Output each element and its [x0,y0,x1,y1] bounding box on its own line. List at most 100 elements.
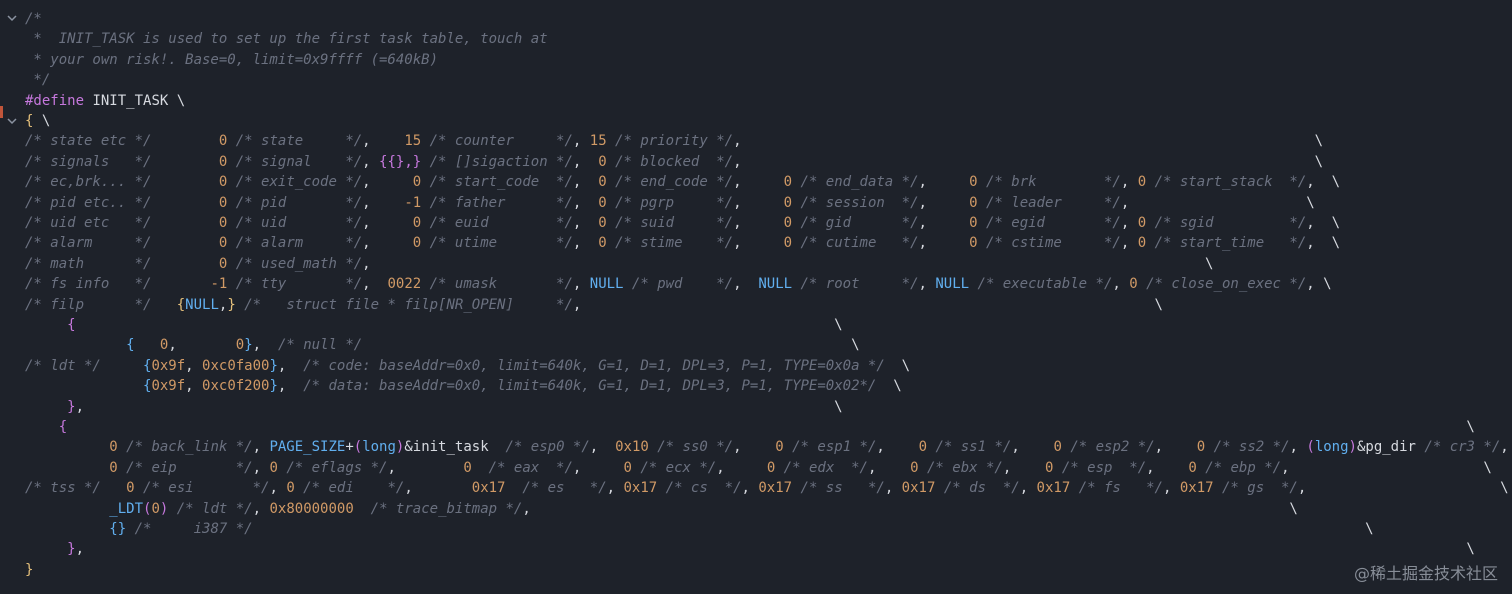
code-token: \ [741,153,1324,170]
fold-chevron-down-icon[interactable] [6,115,18,127]
code-line: { 0, 0}, /* null */ \ [25,335,859,355]
code-token: { [58,419,68,435]
code-token: /* used_math */ [227,255,363,272]
code-token: , \ [1306,276,1332,293]
code-token: 0x10 [615,439,649,456]
code-token: /* cstime */ [977,235,1121,252]
code-token [25,378,143,394]
code-token: 0 [126,480,135,497]
code-token: \ [252,521,1374,537]
code-token: /* uid */ [227,215,363,231]
code-token: /* struct file * filp[NR_OPEN] */ [235,296,573,313]
code-token [151,235,218,251]
code-token: /* esp */ [1053,459,1147,476]
code-line: /* state etc */ 0 /* state */, 15 /* cou… [25,131,1323,151]
code-token: /* fs info */ [25,276,152,293]
code-token: { [176,296,186,313]
code-token: 0 [783,235,793,252]
code-token: ( [143,500,152,517]
code-token: , [277,378,304,395]
code-token: 0 [783,194,793,211]
code-token: 0 [783,174,793,191]
code-token: , [572,296,582,313]
code-token: , [918,194,970,211]
code-token: /* ebp */ [1196,459,1282,476]
fold-chevron-down-icon[interactable] [6,12,18,24]
code-token: ( [353,439,363,456]
code-line: /* filp */ {NULL,} /* struct file * filp… [25,295,1163,315]
code-token: /* suid */ [606,215,734,231]
code-token: /* pid etc.. */ [25,194,152,211]
code-token: , [606,480,624,497]
code-token: ( [1306,439,1315,456]
code-token: /* eip */ [117,459,253,476]
code-token: /* brk */ [977,174,1121,191]
code-token: /* ss2 */ [1205,439,1290,456]
code-token: /* pwd */ [623,276,734,293]
code-token: { [25,113,34,129]
code-token [151,154,218,170]
code-token: /* tss */ [25,480,101,497]
code-line: * your own risk!. Base=0, limit=0x9ffff … [25,50,438,70]
code-token: {} [109,521,127,537]
code-token: , \ [1500,439,1509,456]
code-token: /* cs */ [657,480,742,497]
code-token: 0 [218,194,228,211]
code-token: , [362,133,405,150]
code-token: * INIT_TASK is used to set up the first … [25,31,548,48]
code-token: /* ec,brk... */ [25,174,152,191]
code-token: /* code: baseAddr=0x0, limit=640k, G=1, … [303,357,885,374]
code-token: 0x17 [901,480,936,497]
code-token: /* esp2 */ [1061,439,1155,456]
code-token: } [67,398,76,415]
code-line: { \ [25,111,50,131]
code-token [101,358,143,374]
code-token: /* math */ [25,255,152,272]
code-token: /* sgid */ [1146,215,1307,231]
code-token: , [252,459,270,476]
code-line: {0x9f, 0xc0f200}, /* data: baseAddr=0x0,… [25,376,902,396]
code-token: , [362,255,371,272]
code-line: { \ [25,315,842,335]
code-token: {{},} [379,153,422,170]
code-token: /* start_code */ [421,174,573,191]
code-line: /* ec,brk... */ 0 /* exit_code */, 0 /* … [25,172,1340,192]
code-token: 0 [218,215,228,231]
code-token: /* tty */ [227,276,363,293]
code-token: , [362,276,388,293]
code-token [25,460,109,476]
code-token: 0 [598,153,607,170]
code-token: &init_task [404,439,489,456]
code-token: , [572,459,624,476]
code-token: PAGE_SIZE [269,439,346,456]
code-token: /* executable */ [969,276,1113,293]
code-token: 0 [151,500,160,517]
code-token: 0 [766,459,776,476]
code-token: \ [581,296,1163,313]
code-token: /* state */ [227,133,363,150]
code-token: 0 [1137,235,1147,252]
code-token: , [362,235,413,252]
code-line: 0 /* back_link */, PAGE_SIZE+(long)&init… [25,437,1512,457]
code-token: , [185,378,203,395]
code-token: /* ss0 */ [648,439,734,456]
code-token: , [733,133,742,150]
code-token: , [589,439,616,456]
code-token: 0xc0fa00 [202,357,270,374]
code-line: /* uid etc */ 0 /* uid */, 0 /* euid */,… [25,213,1340,233]
code-token: /* []sigaction */ [421,153,573,170]
code-token: , [1002,459,1046,476]
code-token: 0 [412,235,422,252]
code-token: 0 [1053,439,1062,456]
code-token: , \ [1281,459,1492,476]
code-token: 0 [918,439,928,456]
code-token: , [918,215,970,231]
code-token: 0x17 [471,480,506,497]
code-token: , [733,439,776,456]
code-token [151,215,218,231]
code-token: /* ldt */ [168,500,253,517]
code-token: , [716,459,767,476]
code-token: , [572,194,599,211]
code-token: \ [884,357,911,374]
